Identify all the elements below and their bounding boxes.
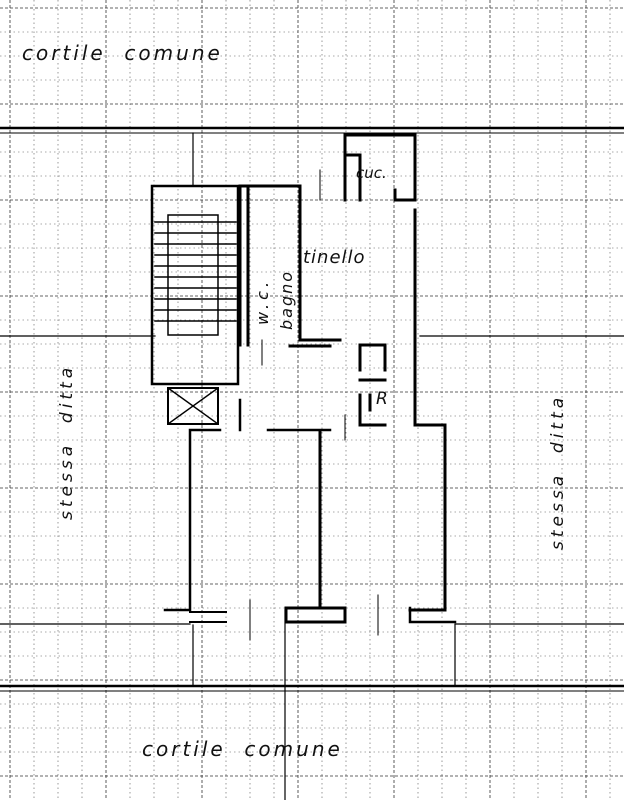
label-closet: R (376, 389, 388, 409)
label-neighbor-left: stessa ditta (57, 364, 77, 520)
staircase (150, 184, 240, 426)
apartment-walls (163, 133, 457, 641)
label-bathroom: bagno (277, 270, 296, 330)
label-cortile-comune-bottom: cortile comune (142, 737, 343, 761)
label-dining: tinello (303, 247, 366, 268)
label-neighbor-right: stessa ditta (548, 394, 568, 550)
label-cortile-comune-top: cortile comune (22, 41, 223, 65)
label-kitchen: cuc. (356, 164, 387, 182)
label-wc: w.c. (253, 278, 272, 325)
boundary-lines (0, 126, 624, 800)
